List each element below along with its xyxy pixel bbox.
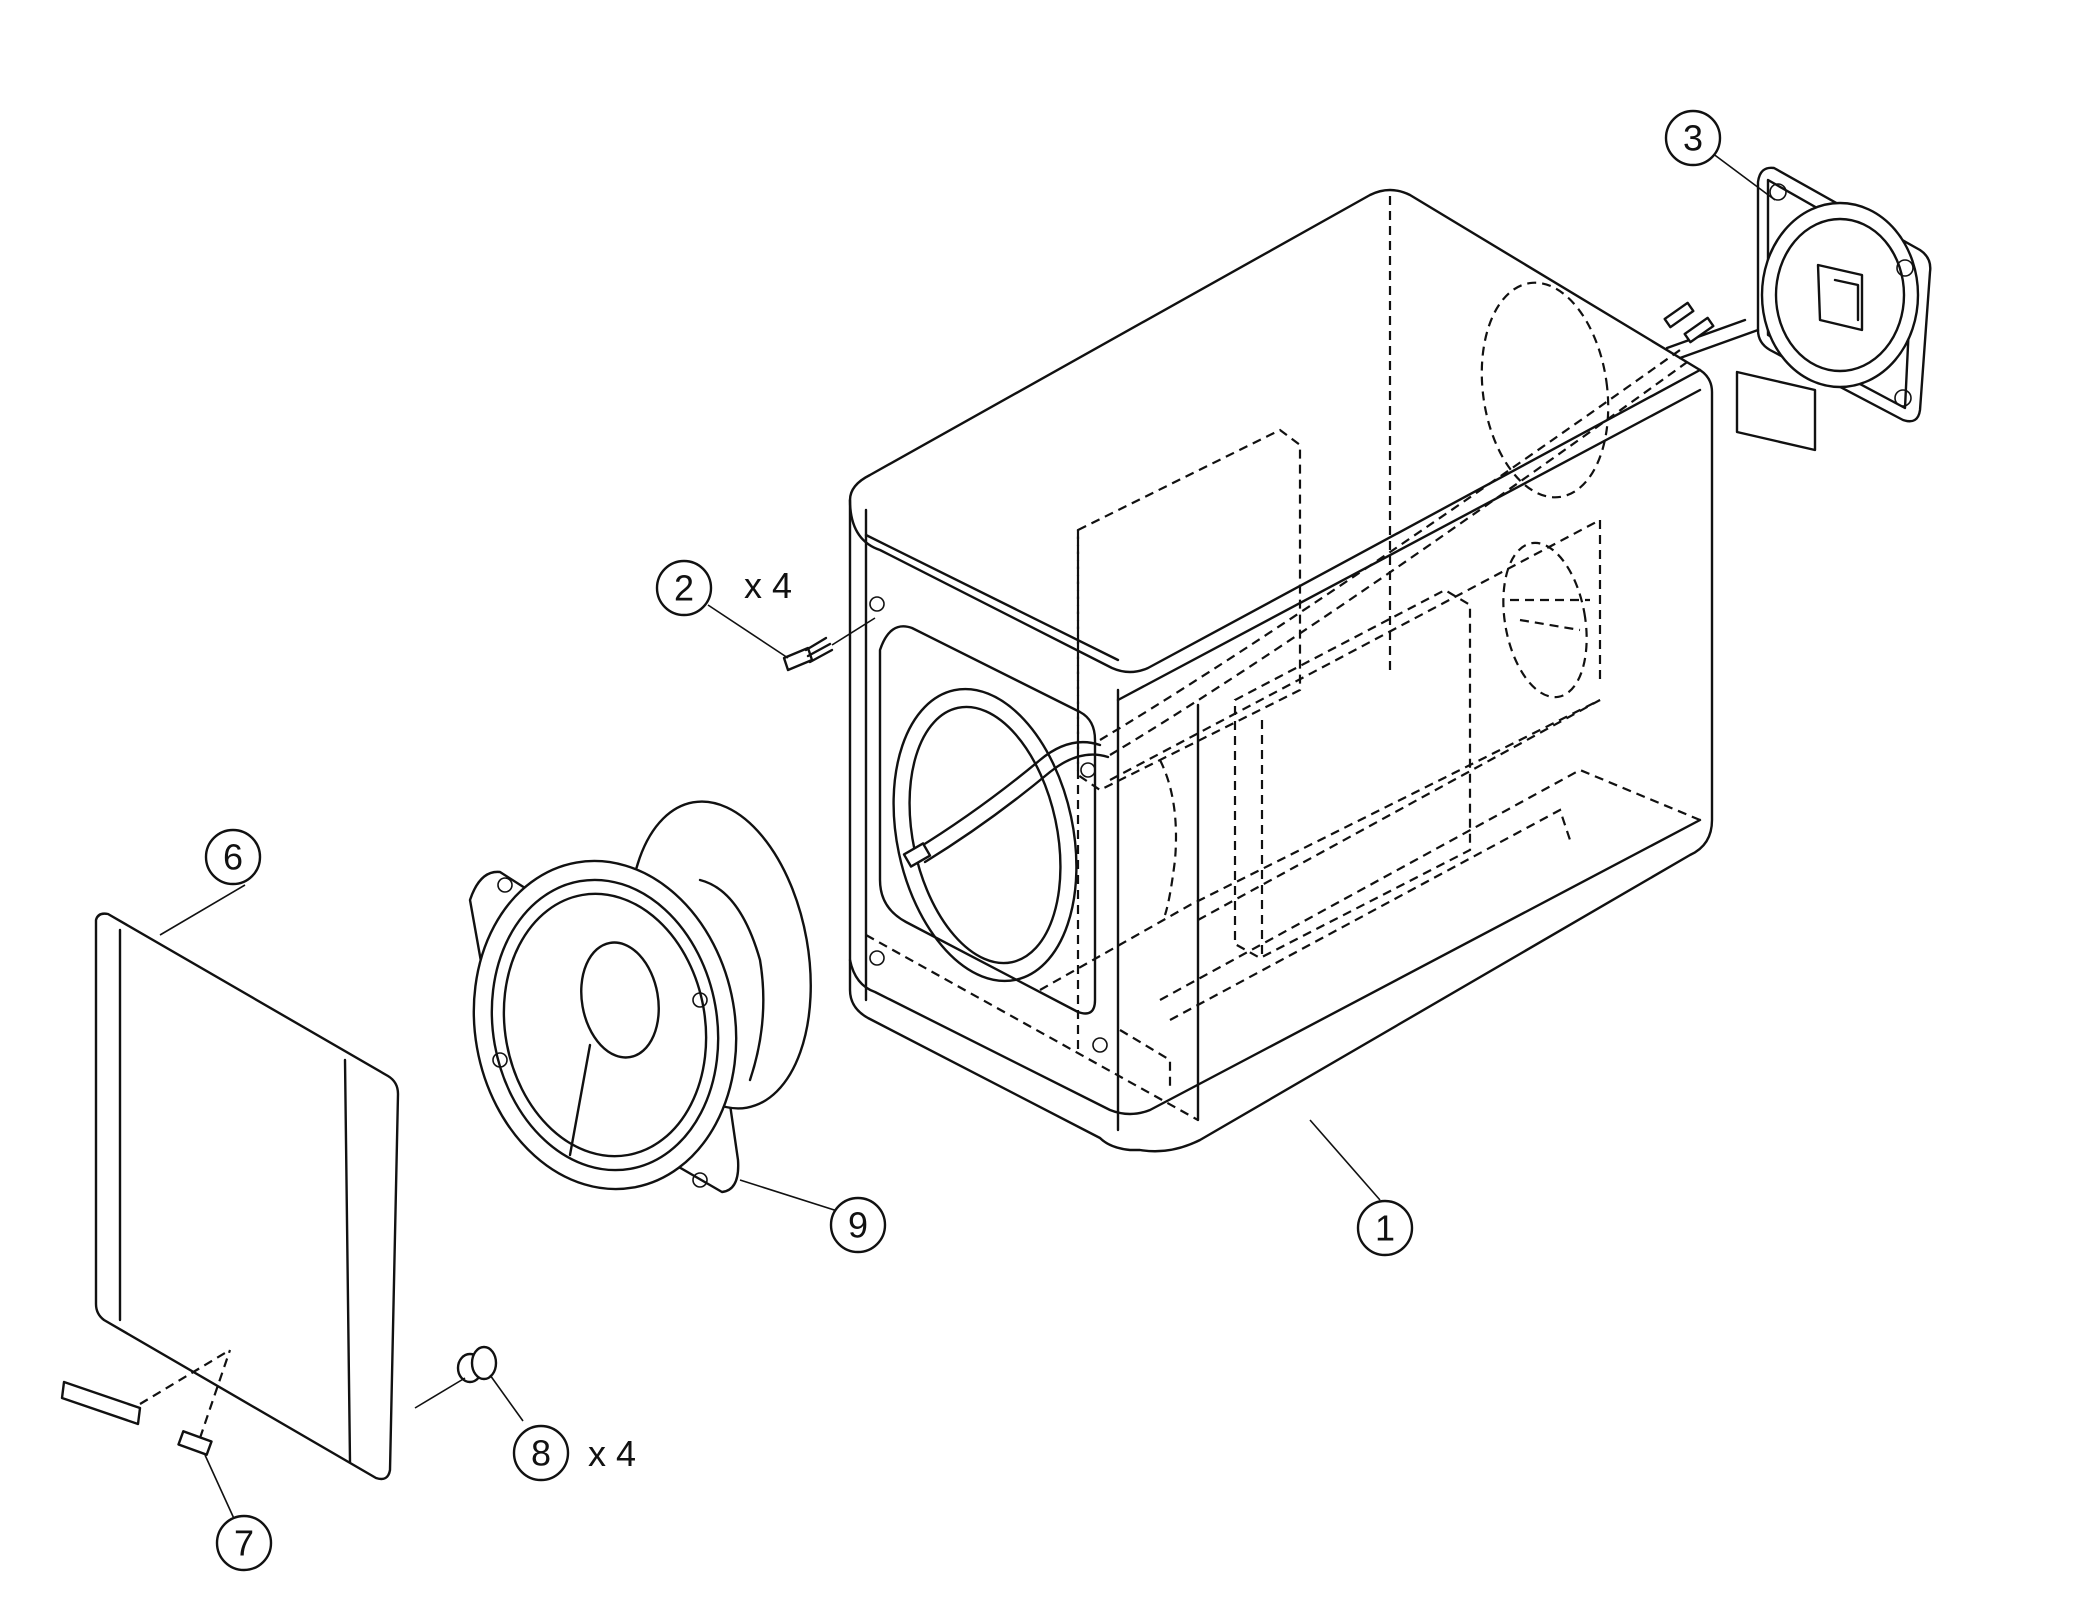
callout-label: 1	[1375, 1208, 1395, 1249]
callout-quantity: x 4	[588, 1433, 636, 1474]
callout-1: 1	[1356, 1199, 1414, 1257]
callout-8: 8 x 4	[512, 1424, 636, 1482]
screw-part-2	[782, 617, 876, 672]
callout-9: 9	[829, 1196, 887, 1254]
grille-part-6	[94, 912, 400, 1481]
cabinet-part-1	[848, 188, 1714, 1153]
woofer-part-9	[468, 800, 812, 1194]
callout-2: 2 x 4	[655, 559, 792, 617]
callout-quantity: x 4	[744, 565, 792, 606]
pin-part-8	[414, 1345, 498, 1409]
callout-label: 7	[234, 1523, 254, 1564]
leader-lines	[159, 152, 1776, 1524]
callout-7: 7	[215, 1514, 273, 1572]
callout-3: 3	[1664, 109, 1722, 167]
callout-label: 3	[1683, 118, 1703, 159]
callout-label: 8	[531, 1433, 551, 1474]
badge-part-7	[60, 1349, 232, 1456]
callout-label: 2	[674, 568, 694, 609]
callout-6: 6	[204, 828, 262, 886]
callout-label: 9	[848, 1205, 868, 1246]
tweeter-part-3	[1663, 166, 1932, 452]
callout-label: 6	[223, 837, 243, 878]
